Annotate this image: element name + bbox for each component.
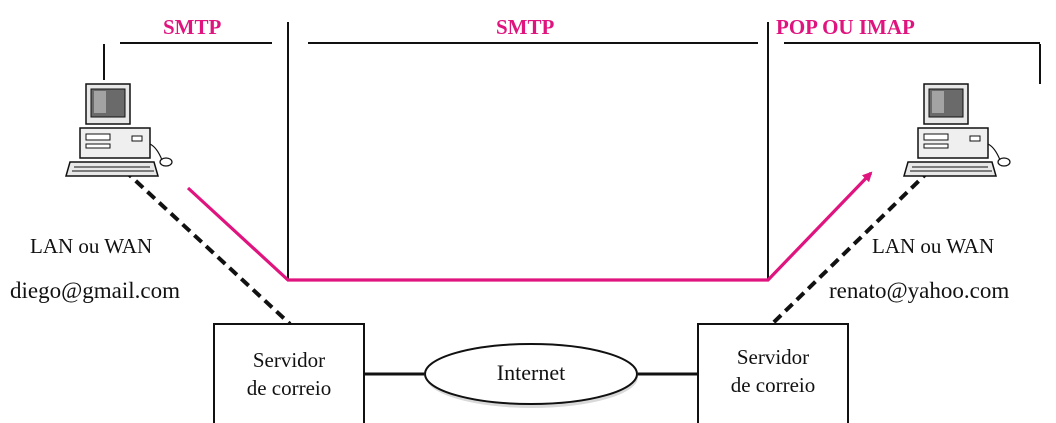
mail-server-right-box [697, 323, 849, 423]
mail-server-left-line1: Servidor [252, 348, 326, 372]
receiver-computer-icon [903, 83, 1011, 177]
protocol-label-pop-imap: POP OU IMAP [776, 15, 915, 39]
internet-label: Internet [496, 360, 566, 385]
mail-server-left-line2: de correio [246, 376, 332, 400]
message-path [186, 171, 873, 282]
mail-server-right-line1: Servidor [736, 345, 810, 369]
protocol-label-smtp-sender: SMTP [163, 15, 222, 39]
sender-network-label: LAN ou WAN [30, 234, 153, 258]
sender-lan-link [122, 168, 292, 326]
mail-server-left-label: Servidor de correio [214, 346, 364, 402]
sender-computer-icon [65, 83, 173, 177]
protocol-label-smtp-internet: SMTP [496, 15, 555, 39]
mail-server-left-box [213, 323, 365, 423]
mail-server-right-label: Servidor de correio [698, 343, 848, 399]
sender-email: diego@gmail.com [10, 278, 181, 303]
receiver-email: renato@yahoo.com [829, 278, 1010, 303]
mail-server-right-line2: de correio [730, 373, 816, 397]
receiver-network-label: LAN ou WAN [872, 234, 995, 258]
receiver-lan-link [770, 168, 932, 326]
internet-ellipse [424, 343, 638, 405]
